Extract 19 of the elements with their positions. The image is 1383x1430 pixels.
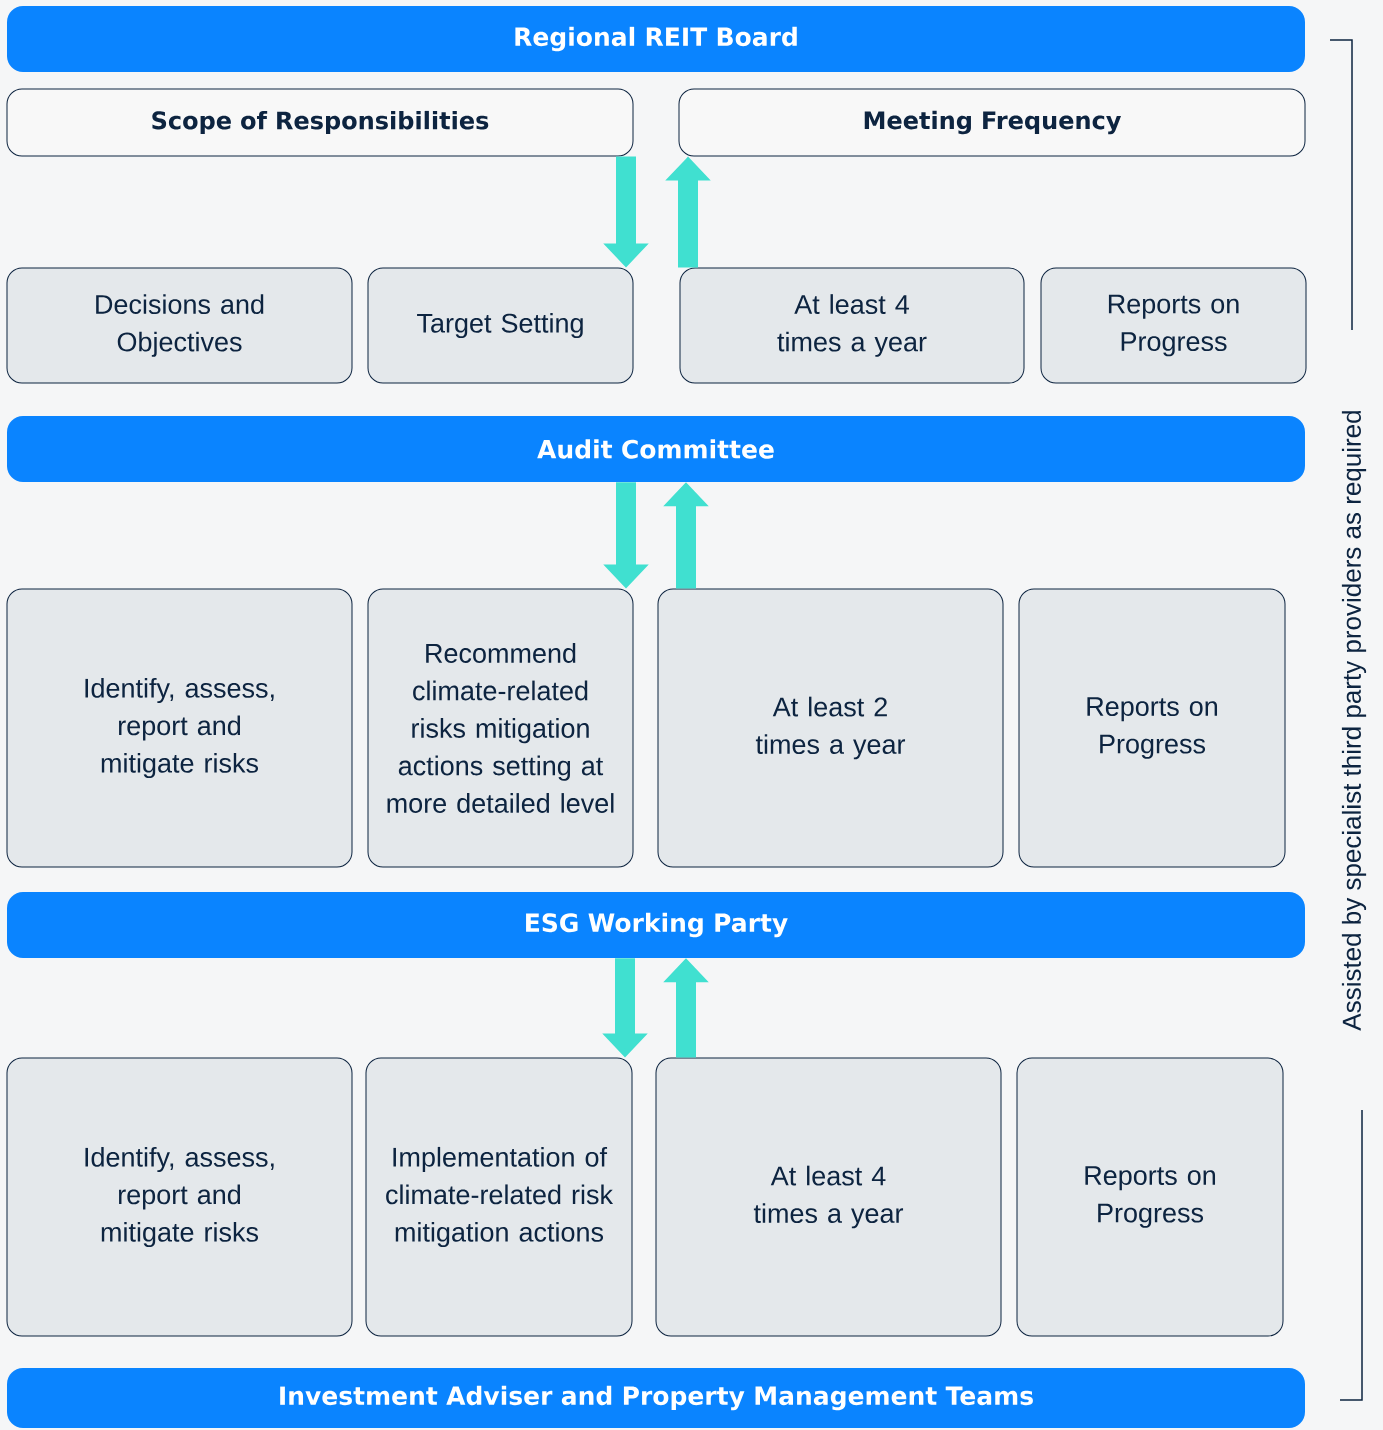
- header-bar: ESG Working Party: [7, 892, 1305, 958]
- info-box: Identify, assess, report and mitigate risks: [6, 588, 353, 868]
- column-header: Meeting Frequency: [678, 88, 1306, 157]
- info-box: At least 4 times a year: [655, 1057, 1002, 1337]
- header-bar: Audit Committee: [7, 416, 1305, 482]
- header-bar: Regional REIT Board: [7, 6, 1305, 72]
- info-box: Reports on Progress: [1040, 267, 1307, 384]
- info-box: Reports on Progress: [1016, 1057, 1284, 1337]
- info-box: Identify, assess, report and mitigate risks: [6, 1057, 353, 1337]
- info-box: At least 4 times a year: [679, 267, 1025, 384]
- info-box: Target Setting: [367, 267, 634, 384]
- info-box: Implementation of climate-related risk mitigation actions: [365, 1057, 633, 1337]
- side-note: Assisted by specialist third party providers as required: [1341, 411, 1367, 1031]
- info-box: Recommend climate-related risks mitigation actions setting at more detailed level: [367, 588, 634, 868]
- header-bar: Investment Adviser and Property Management Teams: [7, 1368, 1305, 1428]
- column-header: Scope of Responsibilities: [6, 88, 634, 157]
- info-box: At least 2 times a year: [657, 588, 1004, 868]
- info-box: Reports on Progress: [1018, 588, 1286, 868]
- info-box: Decisions and Objectives: [6, 267, 353, 384]
